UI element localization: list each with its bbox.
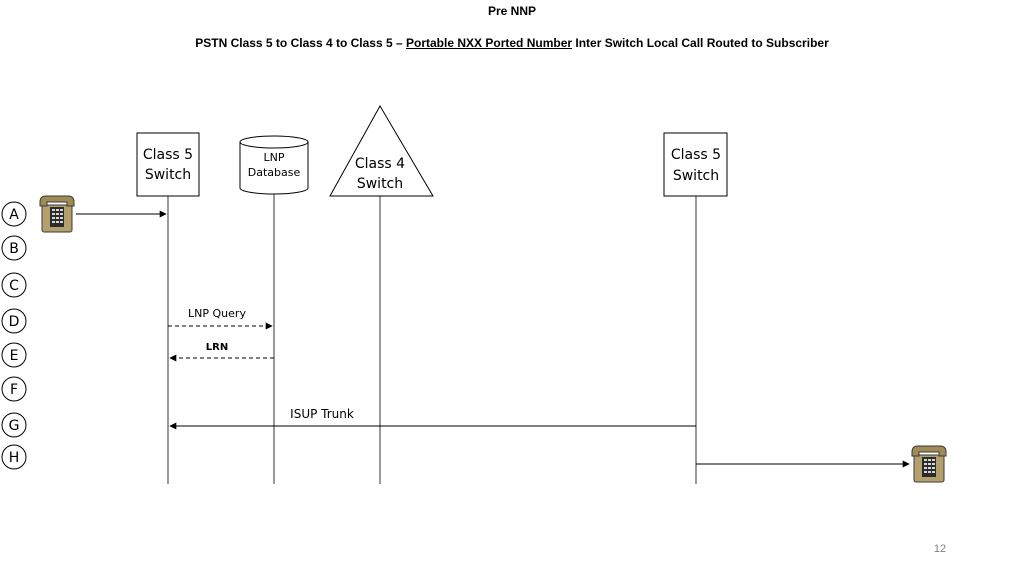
class4-label-line1: Class 4: [355, 156, 405, 172]
subtitle-emphasis: Portable NXX Ported Number: [406, 36, 573, 50]
step-b-label: B: [9, 241, 19, 257]
step-g-label: G: [9, 418, 20, 434]
class4-switch: Class 4 Switch: [329, 104, 434, 197]
telephone-icon: [39, 195, 75, 233]
lnp-database-label-line2: Database: [248, 166, 301, 179]
step-markers: A B C D E F G H: [1, 201, 27, 470]
lnp-query-label: LNP Query: [188, 307, 246, 320]
subtitle-suffix: Inter Switch Local Call Routed to Subscr…: [572, 36, 829, 50]
page-number: 12: [933, 543, 947, 555]
step-f: F: [1, 376, 27, 402]
lnp-database-label-line1: LNP: [264, 151, 285, 164]
class5-terminating-label-line2: Switch: [673, 168, 719, 184]
step-h-label: H: [9, 450, 20, 466]
step-h: H: [1, 444, 27, 470]
lrn-label: LRN: [206, 342, 228, 353]
step-c: C: [1, 272, 27, 298]
step-f-label: F: [10, 382, 18, 398]
slide-subtitle: PSTN Class 5 to Class 4 to Class 5 – Por…: [0, 36, 1024, 50]
isup-trunk-label: ISUP Trunk: [290, 407, 354, 421]
class5-terminating-switch: Class 5 Switch: [663, 132, 728, 197]
step-a: A: [1, 201, 27, 227]
step-d: D: [1, 308, 27, 334]
subtitle-prefix: PSTN Class 5 to Class 4 to Class 5 –: [195, 36, 406, 50]
step-d-label: D: [9, 314, 20, 330]
step-e: E: [1, 342, 27, 368]
class5-originating-label-line2: Switch: [145, 167, 191, 183]
step-a-label: A: [9, 207, 19, 223]
slide-title: Pre NNP: [487, 4, 537, 18]
class5-originating-switch: Class 5 Switch: [136, 132, 200, 197]
step-e-label: E: [10, 348, 19, 364]
step-b: B: [1, 235, 27, 261]
step-c-label: C: [9, 278, 19, 294]
telephone-icon: [911, 445, 947, 483]
class5-terminating-label-line1: Class 5: [671, 147, 721, 163]
lnp-database: LNP Database: [239, 135, 309, 195]
class5-originating-label-line1: Class 5: [143, 147, 193, 163]
step-g: G: [1, 412, 27, 438]
class4-label-line2: Switch: [357, 176, 403, 192]
